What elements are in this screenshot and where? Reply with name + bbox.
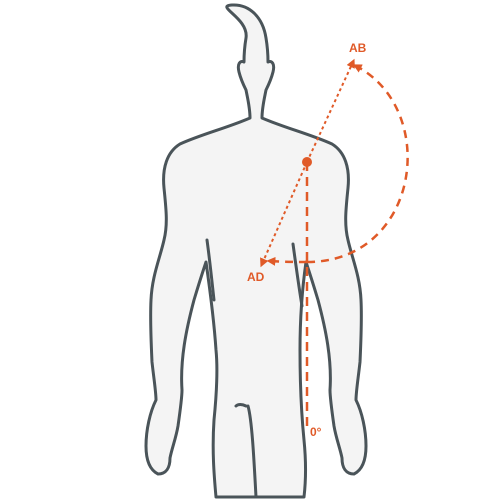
left-inner-arm-line bbox=[205, 238, 216, 302]
shoulder-pivot-point bbox=[302, 157, 312, 167]
adduction-line bbox=[260, 161, 308, 268]
groin-left-line bbox=[234, 403, 248, 408]
abduction-label: AB bbox=[349, 41, 367, 55]
groin-line bbox=[246, 404, 258, 499]
zero-degree-label: 0° bbox=[310, 425, 322, 439]
adduction-arc bbox=[266, 256, 308, 266]
right-inner-arm-line bbox=[291, 242, 304, 308]
adduction-label: AD bbox=[247, 270, 265, 284]
abduction-line bbox=[306, 58, 355, 163]
body-silhouette bbox=[144, 3, 368, 499]
